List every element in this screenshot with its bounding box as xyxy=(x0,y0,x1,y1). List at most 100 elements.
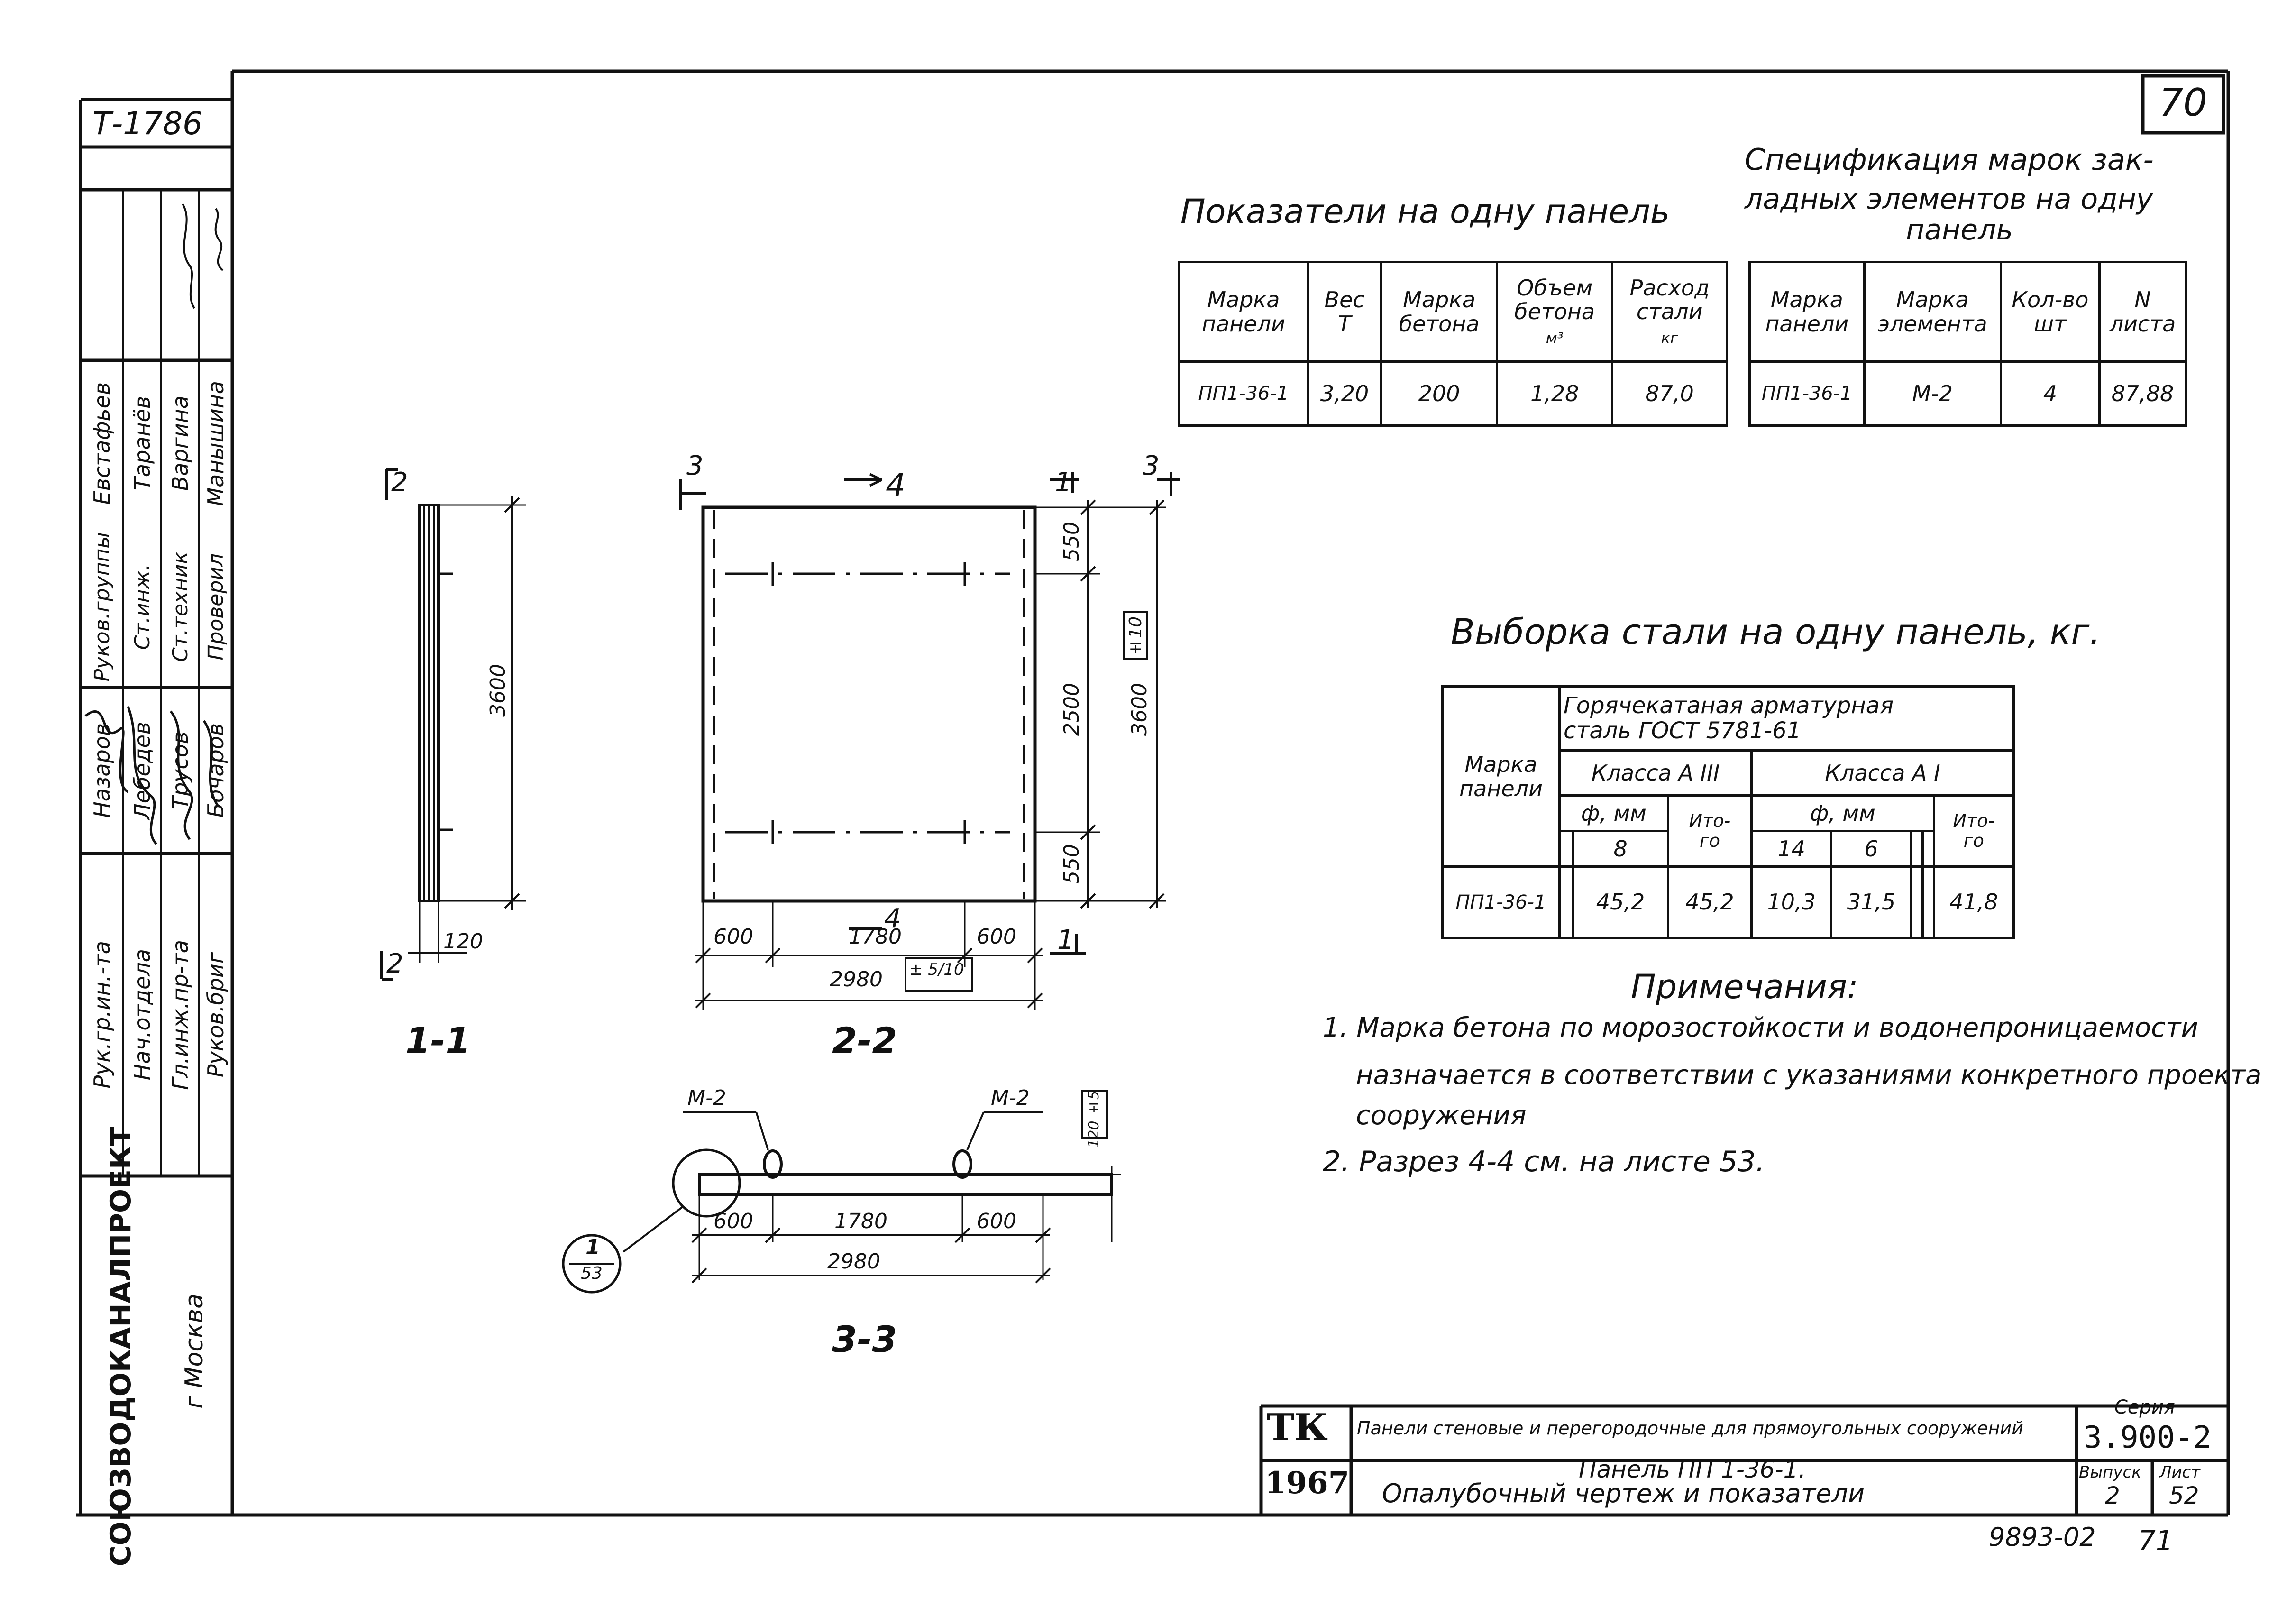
s22-w-left: 600 xyxy=(713,925,753,949)
steel-cell-empty-a xyxy=(1558,865,1574,939)
s33-w-total: 2980 xyxy=(827,1249,880,1274)
steel-head-empty-a xyxy=(1558,830,1574,868)
stamp-name-5: Евстафьев xyxy=(89,382,115,505)
indicators-title: Показатели на одну панель xyxy=(1180,192,1670,231)
titleblock-issue: 2 xyxy=(2105,1482,2120,1509)
steel-head-class3: Класса А III xyxy=(1558,749,1753,797)
stamp-role-6: Ст.инж. xyxy=(130,564,155,650)
titleblock-tk: ТК xyxy=(1267,1406,1328,1449)
steel-head-class1: Класса А I xyxy=(1750,749,2015,797)
stamp-name-4: Бочаров xyxy=(203,723,229,818)
s22-dim-bot: 550 xyxy=(1060,844,1084,884)
steel-head-d14: 14 xyxy=(1750,830,1833,868)
spec-title-3: панель xyxy=(1906,213,2013,247)
s11-height-dim: 3600 xyxy=(486,664,510,717)
s22-dim-total: 3600 xyxy=(1127,683,1152,736)
s22-mark-1-bottom: 1 xyxy=(1057,925,1074,955)
stamp-role-8: Проверил xyxy=(203,553,228,661)
ind-cell-panel: ПП1-36-1 xyxy=(1178,360,1309,427)
stamp-city: г Москва xyxy=(180,1294,209,1409)
note-1a: 1. Марка бетона по морозостойкости и вод… xyxy=(1323,1012,2198,1043)
spec-cell-qty: 4 xyxy=(1999,360,2101,427)
titleblock-drawing-line1: Панель ПП 1-36-1. xyxy=(1579,1456,1806,1483)
stamp-role-5: Руков.группы xyxy=(90,532,114,682)
stamp-name-2: Лебедев xyxy=(129,721,155,820)
s33-w-right: 600 xyxy=(977,1209,1016,1233)
steel-cell-v8: 45,2 xyxy=(1572,865,1669,939)
s33-w-left: 600 xyxy=(713,1209,753,1233)
s11-mark-top: 2 xyxy=(391,467,408,498)
titleblock-sheet: 52 xyxy=(2169,1482,2199,1509)
s22-tol-vertical: ±10 xyxy=(1126,616,1145,658)
spec-title-2: ладных элементов на одну xyxy=(1745,183,2153,216)
s22-dim-mid: 2500 xyxy=(1060,683,1084,736)
steel-title: Выборка стали на одну панель, кг. xyxy=(1451,612,2101,652)
titleblock-year: 1967 xyxy=(1265,1465,1350,1501)
stamp-role-2: Нач.отдела xyxy=(129,949,155,1081)
titleblock-series: 3.900-2 xyxy=(2084,1420,2212,1455)
archive-number: Т-1786 xyxy=(92,105,203,142)
steel-head-d8: 8 xyxy=(1572,830,1669,868)
sheet-corner-number: 70 xyxy=(2159,81,2207,125)
s22-tol-horizontal: ± 5/10 xyxy=(909,960,964,979)
signatures-bottom xyxy=(84,706,220,845)
stamp-name-6: Таранёв xyxy=(129,396,155,491)
steel-cell-t1: 41,8 xyxy=(1932,865,2015,939)
titleblock-series-label: Серия xyxy=(2114,1396,2175,1418)
stamp-organization: СОЮЗВОДОКАНАЛПРОЕКТ xyxy=(104,1127,137,1567)
note-1b: назначается в соответствии с указаниями … xyxy=(1356,1060,2262,1091)
steel-cell-v14: 10,3 xyxy=(1750,865,1833,939)
section-2-2-caption: 2-2 xyxy=(832,1019,897,1062)
spec-cell-sheet: 87,88 xyxy=(2098,360,2187,427)
steel-cell-empty-b xyxy=(1910,865,1924,939)
steel-head-phi-3: ф, мм xyxy=(1558,794,1669,832)
bottom-page: 71 xyxy=(2138,1524,2173,1557)
stamp-name-3: Трусов xyxy=(167,731,193,810)
spec-cell-panel: ПП1-36-1 xyxy=(1748,360,1866,427)
ind-cell-weight: 3,20 xyxy=(1306,360,1383,427)
s33-elem-right: М-2 xyxy=(991,1086,1030,1110)
titleblock-sheet-label: Лист xyxy=(2159,1463,2201,1482)
stamp-role-1: Рук.гр.ин.-та xyxy=(89,941,115,1089)
ind-cell-steel: 87,0 xyxy=(1611,360,1728,427)
steel-cell-v6: 31,5 xyxy=(1830,865,1912,939)
s33-w-mid: 1780 xyxy=(834,1209,887,1233)
s33-node-sheet: 53 xyxy=(581,1264,603,1283)
section-1-1-caption: 1-1 xyxy=(405,1019,471,1062)
stamp-role-4: Руков.бриг xyxy=(203,952,229,1078)
s11-mark-bottom: 2 xyxy=(386,948,403,979)
s22-mark-1-top: 1 xyxy=(1055,467,1072,498)
steel-head-phi-1: ф, мм xyxy=(1750,794,1935,832)
signatures-top xyxy=(182,203,224,309)
steel-head-total-1: Ито-го xyxy=(1932,794,2015,868)
s33-thickness: 120 ±5 xyxy=(1086,1091,1102,1148)
steel-head-d6: 6 xyxy=(1830,830,1912,868)
s11-thickness-dim: 120 xyxy=(443,929,483,954)
steel-head-empty-c xyxy=(1921,830,1935,868)
s33-elem-left: М-2 xyxy=(687,1086,726,1110)
s22-mark-4-bottom: 4 xyxy=(884,903,901,934)
s22-mark-4-top: 4 xyxy=(886,467,906,504)
stamp-role-3: Гл.инж.пр-та xyxy=(167,939,193,1090)
s22-mark-3-right: 3 xyxy=(1143,450,1160,481)
ind-cell-concrete: 200 xyxy=(1380,360,1498,427)
stamp-name-7: Варгина xyxy=(167,395,193,491)
bottom-code: 9893-02 xyxy=(1989,1522,2096,1552)
note-1c: сооружения xyxy=(1356,1100,1527,1131)
s22-w-total: 2980 xyxy=(830,967,883,992)
steel-head-total-3: Ито-го xyxy=(1666,794,1753,868)
